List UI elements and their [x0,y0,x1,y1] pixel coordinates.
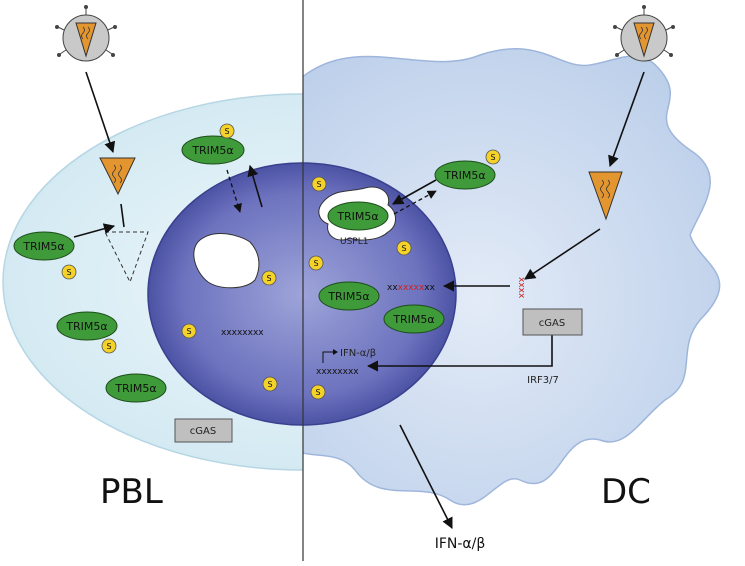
arrow-dashed-import-pbl [226,169,242,213]
sumo-6: S [262,376,278,392]
sumo-label: S [490,153,495,162]
trim5a-protein-7: TRIM5α [318,281,380,311]
arrow-dashed-export-dc [393,190,437,215]
trim5a-protein-8: TRIM5α [383,304,445,334]
dna-segment-viral: xxxxx [398,283,425,293]
arrow-export-pbl [247,164,263,208]
dc-label: DC [601,472,651,512]
trim5a-label: TRIM5α [443,169,485,182]
sumo-label: S [106,342,111,351]
sumo-label: S [224,127,229,136]
trim5a-label: TRIM5α [392,313,434,326]
pbl-label: PBL [100,472,163,512]
sumo-label: S [267,380,272,389]
virus-particle-right [613,5,675,62]
trim5a-protein-2: TRIM5α [13,231,75,261]
sumo-label: S [186,327,191,336]
sumo-3: S [101,338,117,354]
sumo-label: S [316,180,321,189]
nuclear-body-pbl [193,233,260,289]
sumo-label: S [401,244,406,253]
arrow-cgas-signal [366,334,553,372]
sumo-7: S [311,176,327,192]
trim5a-label: TRIM5α [327,290,369,303]
ifn-gene-label: IFN-α/β [340,348,376,359]
dna-dc-ifn-gene: xxxxxxxx [316,367,359,377]
sumo-8: S [396,240,412,256]
arrow-virus-entry-dc [608,71,645,168]
trim5a-protein-6: TRIM5α [327,201,389,231]
arrow-ifn-secretion [399,424,453,529]
sumo-5: S [181,323,197,339]
dna-pbl-nucleus: xxxxxxxx [221,328,264,338]
arrow-virus-entry-pbl [85,71,116,154]
nucleus [147,162,457,426]
trim5a-label: TRIM5α [336,210,378,223]
sumo-label: S [315,388,320,397]
trim5a-label: TRIM5α [191,144,233,157]
arrow-import-dc [392,179,437,205]
arrow-uncoating-pbl [120,203,125,228]
irf-label: IRF3/7 [527,375,559,386]
sumo-11: S [310,384,326,400]
sumo-label: S [266,274,271,283]
sumo-label: S [313,259,318,268]
sumo-10: S [485,149,501,165]
ifn-secreted-label: IFN-α/β [435,536,486,552]
trim5a-label: TRIM5α [65,320,107,333]
capsid-dc [588,171,623,221]
trim5a-protein-5: TRIM5α [434,160,496,190]
capsid-uncoated-pbl [104,231,149,284]
sumo-1: S [219,123,235,139]
cgas-label: cGAS [539,318,565,329]
trim5a-label: TRIM5α [22,240,64,253]
trim5a-protein-3: TRIM5α [56,311,118,341]
sumo-2: S [61,264,77,280]
dna-segment: xx [424,283,435,293]
arrow-capsid-to-dna [524,228,601,280]
virus-particle-left [55,5,117,62]
trim5a-label: TRIM5α [114,382,156,395]
trim5a-protein-4: TRIM5α [105,373,167,403]
dna-dc-integrated: xxxxxxxxx [387,283,436,293]
arrow-trim-to-capsid [73,223,116,238]
transcription-start-arrowhead [333,349,338,355]
sumo-label: S [66,268,71,277]
sumo-4: S [261,270,277,286]
capsid-pbl [99,157,136,196]
transcription-start-arrow [322,351,333,363]
uspl1-label: USPL1 [340,237,368,247]
cgas-box-dc: cGAS [522,308,583,336]
cgas-box-pbl: cGAS [174,418,233,443]
trim5a-protein-1: TRIM5α [181,135,245,165]
dna-dc-cytoplasm: xxxx [516,277,526,299]
dna-segment: xx [387,283,398,293]
sumo-9: S [308,255,324,271]
cgas-label: cGAS [190,426,216,437]
